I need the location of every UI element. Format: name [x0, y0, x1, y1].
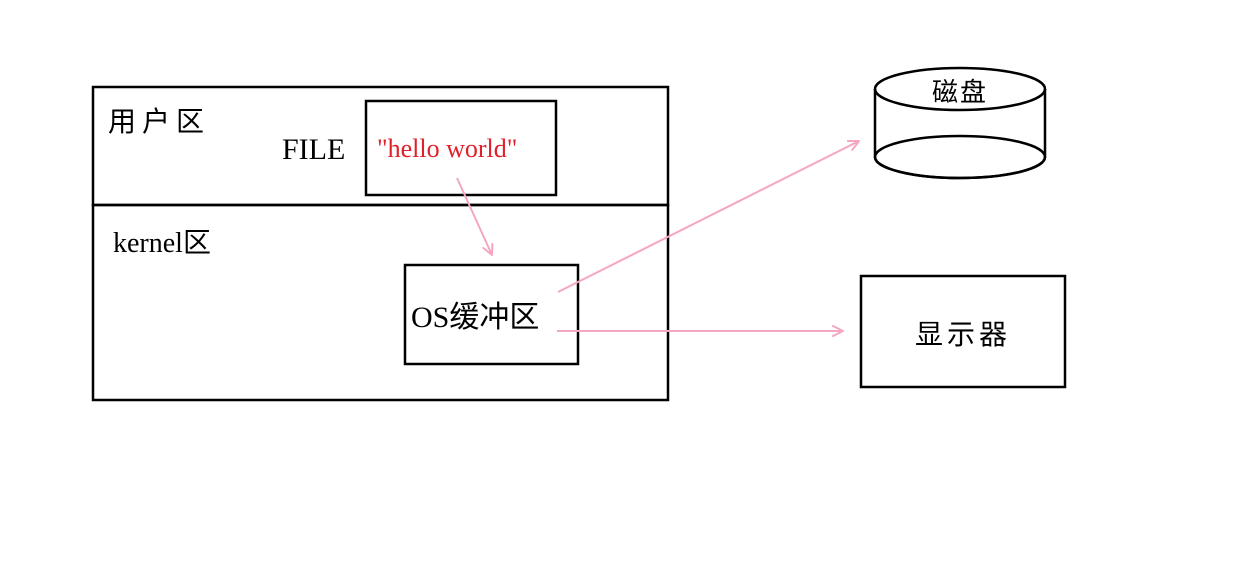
file-buffer-box [364, 99, 558, 197]
monitor-box [859, 274, 1067, 389]
disk-label: 磁盘 [932, 78, 988, 107]
kernel-zone-box [91, 203, 670, 402]
kernel-zone-label: kernel区 [113, 228, 211, 259]
arrow-os-buffer-to-disk [557, 140, 860, 293]
disk-cylinder [873, 66, 1047, 180]
monitor-label: 显示器 [915, 320, 1011, 351]
arrow-file-to-os-buffer [456, 177, 494, 256]
file-label: FILE [282, 133, 345, 166]
os-buffer-box [403, 263, 580, 366]
file-content-text: "hello world" [377, 134, 517, 163]
os-buffer-label: OS缓冲区 [411, 301, 539, 334]
user-zone-label: 用户区 [108, 106, 210, 138]
